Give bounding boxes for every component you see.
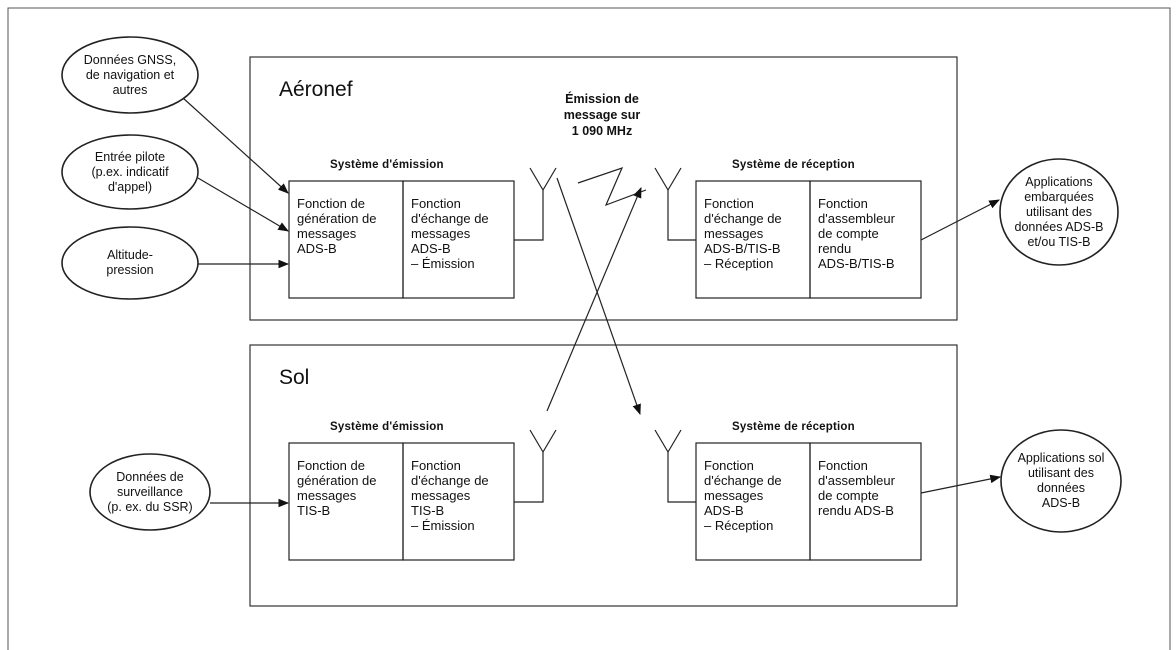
- transmission-zigzag-icon: [577, 166, 647, 207]
- aircraft-gen-function-text: Fonction de génération de messages ADS-B: [297, 196, 377, 256]
- ground-gen-function-text: Fonction de génération de messages TIS-B: [297, 458, 377, 518]
- gnss-ellipse: [61, 36, 199, 114]
- ground-rx-antenna: [654, 429, 696, 503]
- emission-label: Émission de message sur 1 090 MHz: [563, 92, 641, 138]
- ground-panel-title: Sol: [279, 366, 310, 389]
- gnss-input-label: Données GNSS, de navigation et autres: [83, 52, 177, 97]
- arrow-ground-apps: [920, 474, 1002, 494]
- ground-tx-system-title: Système d'émission: [330, 421, 444, 433]
- aircraft-rx-antenna: [654, 167, 696, 241]
- arrow-air-to-ground: [556, 177, 641, 416]
- arrow-ground-to-air: [546, 187, 642, 412]
- aircraft-rx-exchange-function-text: Fonction d'échange de messages ADS-B/TIS…: [704, 196, 782, 271]
- onboard-apps-ellipse: [999, 158, 1119, 266]
- surveillance-ellipse: [89, 453, 211, 531]
- arrow-onboard-apps: [920, 199, 1000, 241]
- ground-rx-exchange-function-text: Fonction d'échange de messages ADS-B – R…: [704, 458, 782, 533]
- pilot-input-label: Entrée pilote (p.ex. indicatif d'appel): [91, 149, 169, 194]
- ground-tx-antenna: [514, 429, 557, 503]
- arrow-pilot: [197, 177, 289, 232]
- surveillance-input-label: Données de surveillance (p. ex. du SSR): [107, 469, 193, 514]
- ground-assembler-function-text: Fonction d'assembleur de compte rendu AD…: [818, 458, 895, 518]
- ground-rx-system-title: Système de réception: [732, 421, 855, 433]
- ground-apps-label: Applications sol utilisant des données A…: [1017, 451, 1105, 510]
- altitude-input-label: Altitude- pression: [106, 248, 154, 277]
- altitude-ellipse: [61, 226, 199, 300]
- ground-panel: [249, 344, 958, 607]
- ground-assembler-box: [809, 442, 922, 561]
- onboard-apps-label: Applications embarquées utilisant des do…: [1014, 174, 1104, 249]
- aircraft-tx-antenna: [514, 167, 557, 241]
- aircraft-tx-exchange-function-text: Fonction d'échange de messages ADS-B – É…: [411, 196, 489, 271]
- ground-tx-exchange-function-text: Fonction d'échange de messages TIS-B – É…: [411, 458, 489, 533]
- aircraft-panel: [249, 56, 958, 321]
- aircraft-panel-title: Aéronef: [279, 78, 353, 101]
- outer-frame: [7, 7, 1171, 650]
- aircraft-tx-system-title: Système d'émission: [330, 159, 444, 171]
- arrow-gnss: [182, 97, 289, 194]
- aircraft-rx-system-title: Système de réception: [732, 159, 855, 171]
- pilot-ellipse: [61, 134, 199, 210]
- aircraft-assembler-function-text: Fonction d'assembleur de compte rendu AD…: [818, 196, 895, 271]
